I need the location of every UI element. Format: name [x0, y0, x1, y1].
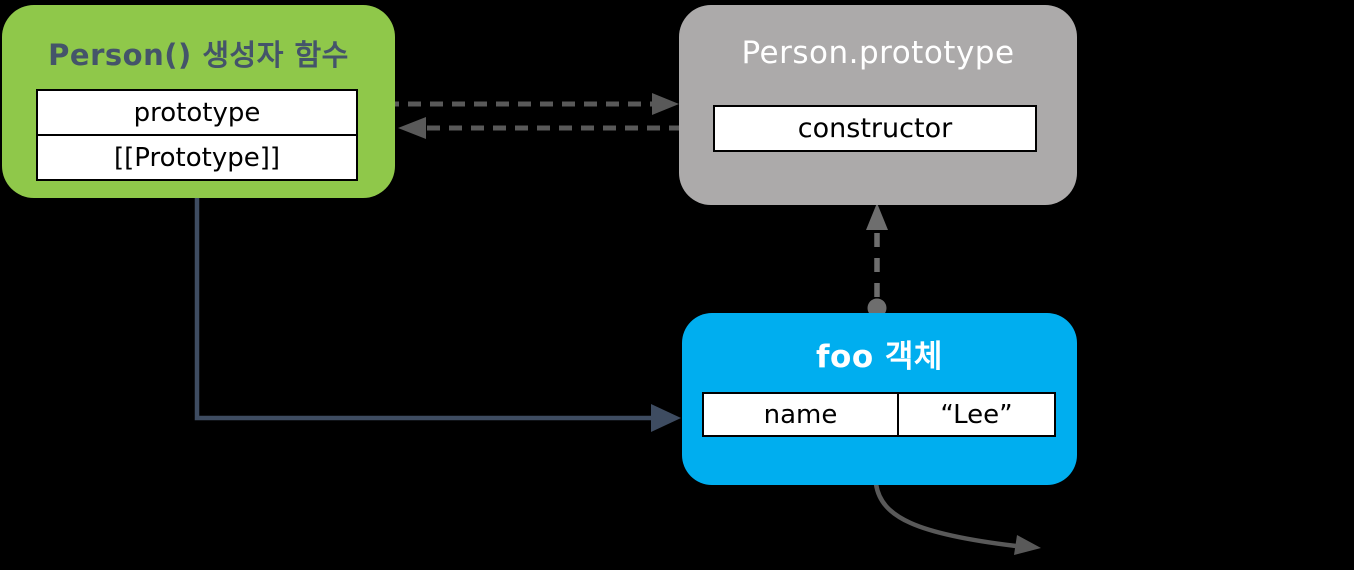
- foo-property-table: name “Lee”: [702, 392, 1056, 437]
- person-constructor-slot-table: prototype [[Prototype]]: [36, 89, 358, 181]
- arrow-constructor-to-constructor-function: [398, 117, 721, 139]
- box-person-constructor-title: Person() 생성자 함수: [48, 38, 349, 72]
- cell-constructor: constructor: [713, 105, 1037, 152]
- arrow-foo-to-person-prototype: [866, 203, 888, 318]
- foo-anchor-dot: [867, 298, 887, 318]
- cell-prototype: prototype: [133, 97, 261, 128]
- arrow-prototype-to-person-prototype: [347, 93, 679, 115]
- cell-property-name: name: [704, 394, 899, 435]
- box-person-constructor-function: Person() 생성자 함수 prototype [[Prototype]]: [2, 5, 395, 198]
- box-person-prototype: Person.prototype constructor: [679, 5, 1077, 205]
- box-foo-object-title: foo 객체: [816, 339, 943, 375]
- cell-internal-prototype: [[Prototype]]: [38, 134, 356, 179]
- box-person-prototype-title: Person.prototype: [741, 35, 1015, 71]
- arrow-foo-outgoing-curve: [873, 483, 1041, 555]
- box-foo-object: foo 객체 name “Lee”: [682, 313, 1077, 485]
- arrow-constructor-function-to-foo: [194, 198, 681, 432]
- cell-property-value: “Lee”: [940, 399, 1013, 430]
